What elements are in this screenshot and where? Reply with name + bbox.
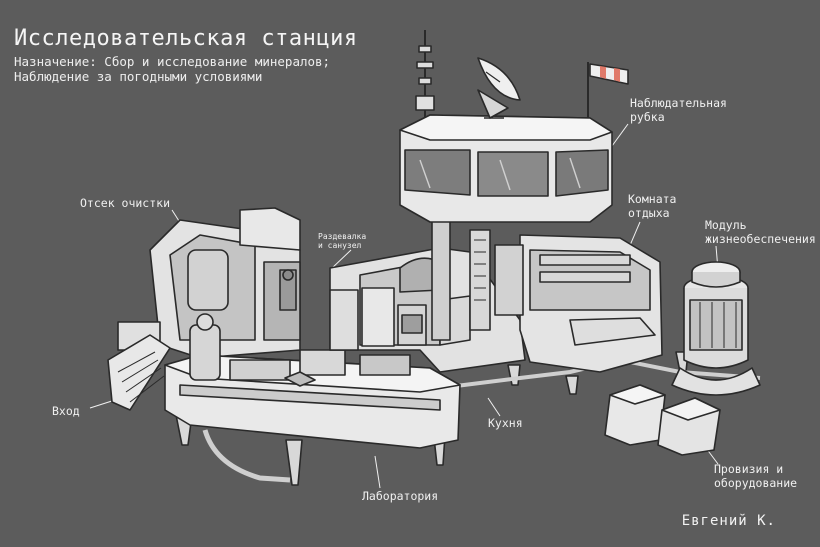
- windsock: [587, 62, 629, 118]
- leader-observation: [611, 123, 629, 147]
- leader-lab: [374, 455, 381, 489]
- label-supplies-line-2: оборудование: [714, 476, 798, 490]
- label-observation-line-2: рубка: [630, 110, 665, 124]
- rest-module: [494, 234, 663, 373]
- leader-kitchen: [487, 397, 501, 417]
- satellite-dish: [477, 57, 521, 119]
- leader-entrance: [89, 399, 116, 409]
- label-entrance: Вход: [52, 404, 80, 418]
- lab-module: [164, 313, 461, 449]
- label-cleaning-bay: Отсек очистки: [80, 196, 171, 210]
- entrance-stairs: [107, 321, 171, 411]
- life-support-module: [671, 261, 761, 396]
- cleaning-module: [149, 207, 301, 359]
- label-life-line-1: Модуль: [705, 218, 747, 232]
- page-title: Исследовательская станция: [14, 26, 358, 51]
- label-supplies-line-1: Провизия и: [714, 462, 784, 476]
- antenna: [415, 30, 435, 118]
- supply-crates: [604, 384, 721, 456]
- observation-tower: [399, 114, 613, 341]
- label-locker-room: Раздевалка и санузел: [318, 232, 366, 250]
- label-life-support: Модуль жизнеобеспечения: [705, 218, 816, 246]
- label-life-line-2: жизнеобеспечения: [705, 232, 816, 246]
- label-supplies: Провизия и оборудование: [714, 462, 797, 490]
- subtitle-line-1: Назначение: Сбор и исследование минерало…: [14, 54, 331, 69]
- page-subtitle: Назначение: Сбор и исследование минерало…: [14, 54, 330, 84]
- label-locker-line-1: Раздевалка: [318, 232, 367, 241]
- label-observation-line-1: Наблюдательная: [630, 96, 727, 110]
- label-laboratory: Лаборатория: [362, 489, 439, 503]
- label-rest-line-2: отдыха: [628, 206, 670, 220]
- label-rest-room: Комната отдыха: [628, 192, 676, 220]
- label-locker-line-2: и санузел: [318, 241, 362, 250]
- author-signature: Евгений К.: [681, 513, 776, 529]
- label-observation-deck: Наблюдательная рубка: [630, 96, 727, 124]
- label-kitchen: Кухня: [488, 416, 523, 430]
- subtitle-line-2: Наблюдение за погодными условиями: [14, 69, 263, 84]
- label-rest-line-1: Комната: [628, 192, 677, 206]
